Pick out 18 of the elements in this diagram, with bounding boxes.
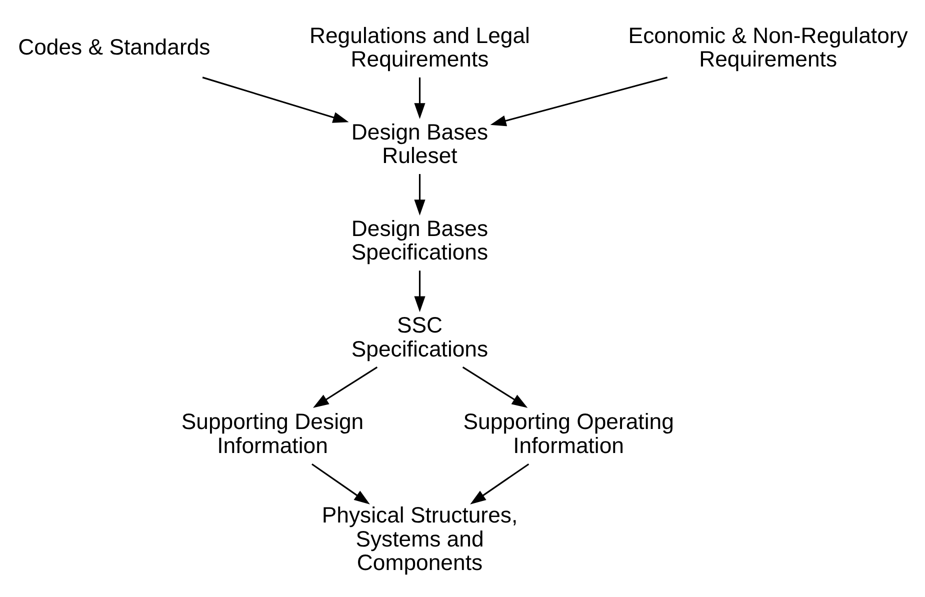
arrow	[462, 366, 528, 408]
node-text: Regulations and Legal Requirements	[309, 22, 530, 72]
node-text: Design Bases Specifications	[351, 215, 488, 264]
arrow	[202, 76, 349, 122]
arrow	[414, 174, 426, 216]
arrow	[470, 462, 530, 504]
node-text: Design Bases Ruleset	[351, 118, 488, 168]
arrow	[414, 76, 426, 118]
node-text: Supporting Design Information	[181, 408, 364, 458]
node-text: Economic & Non-Regulatory Requirements	[628, 22, 908, 72]
arrow	[490, 76, 668, 126]
node-text: SSC Specifications	[351, 312, 488, 361]
arrow	[414, 270, 426, 312]
node-text: Physical Structures, Systems and Components	[322, 502, 518, 575]
arrow	[312, 366, 378, 408]
node-text: Codes & Standards	[18, 34, 210, 60]
arrow	[312, 462, 370, 504]
node-text: Supporting Operating Information	[463, 408, 674, 458]
